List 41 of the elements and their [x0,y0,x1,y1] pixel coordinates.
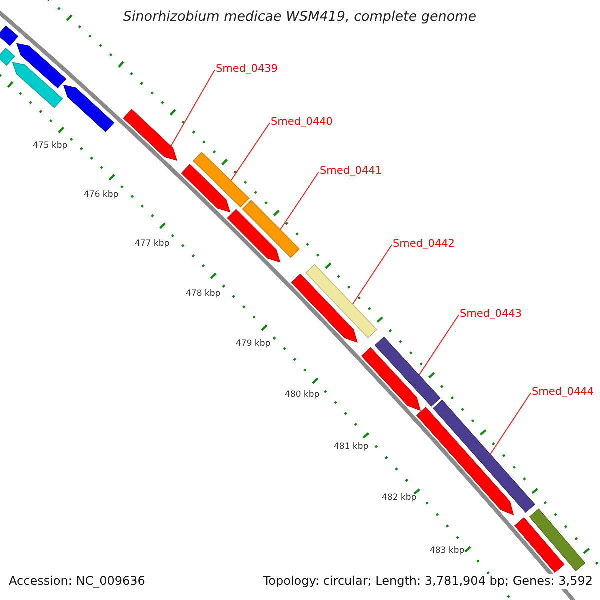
gene-feature [242,200,300,258]
gene-feature [16,43,67,89]
genome-info-text: Topology: circular; Length: 3,781,904 bp; Genes: 3,592 [261,574,595,589]
gene-label: Smed_0442 [393,238,455,250]
gene-feature [529,508,586,572]
gene-feature [374,336,441,407]
scale-label: 476 kbp [84,190,119,200]
gene-feature [514,518,565,574]
gene-label: Smed_0444 [532,386,594,398]
gene-feature [12,62,64,108]
accession-text: Accession: NC_009636 [7,574,148,589]
gene-label: Smed_0443 [460,308,522,320]
gene-feature [0,26,19,46]
gene-feature [227,209,281,263]
gene-feature [123,109,178,161]
scale-label: 482 kbp [382,493,417,503]
scale-label: 475 kbp [33,141,68,151]
gene-label: Smed_0439 [216,63,278,75]
gene-label: Smed_0441 [320,165,382,177]
scale-label: 477 kbp [135,239,170,249]
gene-feature [181,164,231,213]
gene-feature [63,84,114,132]
scale-label: 479 kbp [236,339,271,349]
scale-label: 478 kbp [186,289,221,299]
gene-label: Smed_0440 [271,116,333,128]
leader-line [230,122,270,182]
leader-line [490,392,532,455]
scale-label: 480 kbp [285,390,320,400]
scale-label: 481 kbp [334,442,369,452]
gene-feature [361,347,421,412]
gene-feature [193,152,250,208]
gene-feature [305,264,378,339]
leader-line [280,172,320,230]
leader-line [352,244,392,305]
title: Sinorhizobium medicae WSM419, complete genome [123,9,477,25]
gene-feature [416,406,514,516]
gene-feature [432,400,536,514]
leader-line [170,70,216,147]
gene-feature [291,274,358,344]
scale-label: 483 kbp [430,546,465,556]
leader-line [418,314,460,376]
